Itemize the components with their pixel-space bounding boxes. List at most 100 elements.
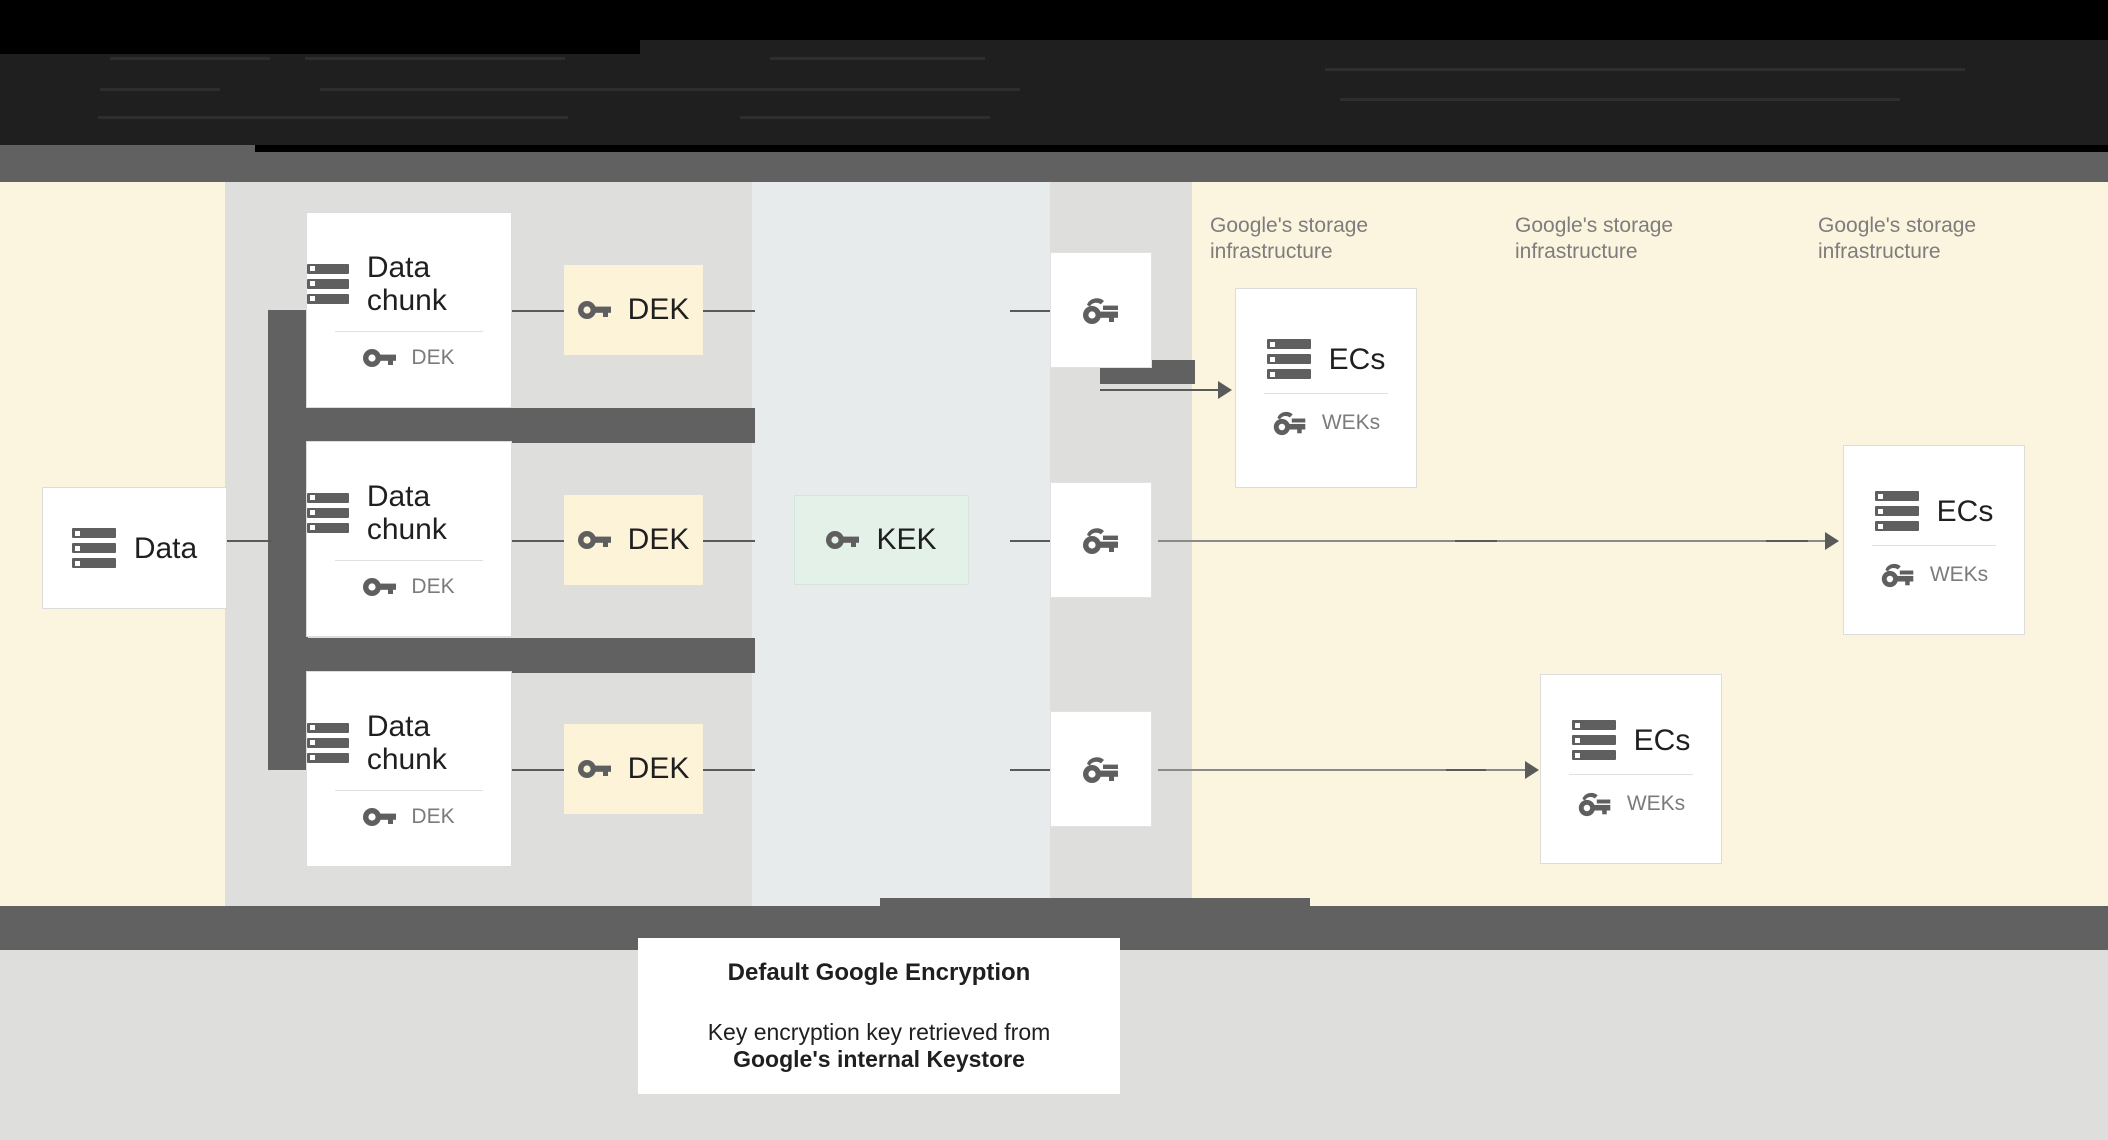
chunk-title: Data chunk: [366, 479, 447, 546]
obscured-text-line: [320, 88, 1020, 91]
card-divider: [1872, 545, 1996, 546]
dek-chip-3[interactable]: DEK: [564, 724, 703, 814]
obscured-text-line: [305, 57, 565, 60]
wrapped-key-icon: [1272, 408, 1308, 437]
obscured-header-shadow-bottom: [255, 145, 2108, 155]
connector-chunk2-to-dek2: [512, 540, 564, 542]
server-stack-icon: [1266, 339, 1311, 379]
key-icon: [577, 758, 612, 780]
caption-title: Default Google Encryption: [727, 959, 1031, 986]
data-source-card[interactable]: Data: [42, 487, 227, 609]
dek-chip-label: DEK: [627, 523, 690, 556]
obscured-text-line: [770, 57, 985, 60]
connector-tile1-to-ec1: [1100, 389, 1230, 391]
wrapped-key-icon: [1081, 524, 1121, 556]
caption-box: Default Google Encryption Key encryption…: [638, 938, 1120, 1094]
obscured-header-shadow-left: [0, 40, 640, 54]
connector-to-tile1: [1010, 310, 1050, 312]
card-divider: [335, 330, 483, 332]
storage-infra-label-3: Google's storage infrastructure: [1818, 214, 1977, 263]
connector-dek1-right: [703, 310, 755, 312]
ecs-card-2[interactable]: ECs WEKs: [1843, 445, 2025, 635]
arrowhead-ec1: [1218, 381, 1232, 399]
key-icon: [577, 299, 612, 321]
server-stack-icon: [307, 722, 349, 763]
chunk-key-label: DEK: [411, 804, 455, 828]
connector-to-tile3: [1010, 769, 1050, 771]
server-stack-icon: [71, 528, 116, 568]
storage-infra-label-2: Google's storage infrastructure: [1515, 214, 1674, 263]
connector-tile2-to-ec2: [1158, 540, 1838, 542]
header-divider-band: [0, 152, 2108, 182]
ecs-key-label: WEKs: [1321, 410, 1381, 434]
data-source-label: Data: [133, 531, 198, 565]
ecs-title: ECs: [1328, 342, 1386, 376]
ecs-card-1[interactable]: ECs WEKs: [1235, 288, 1417, 488]
dek-chip-label: DEK: [627, 293, 690, 326]
connector-chunk1-to-dek1: [512, 310, 564, 312]
obscured-text-line: [110, 57, 270, 60]
wrapped-key-tile-2[interactable]: [1050, 482, 1152, 598]
server-stack-icon: [1874, 491, 1919, 531]
obscured-text-line: [1340, 98, 1900, 101]
connector-tile3-to-ec3: [1158, 769, 1536, 771]
ecs-card-3[interactable]: ECs WEKs: [1540, 674, 1722, 864]
connector-dek3-right: [703, 769, 755, 771]
chunk-key-label: DEK: [411, 345, 455, 369]
key-icon: [826, 529, 860, 551]
chunk-key-label: DEK: [411, 574, 455, 598]
connector-data-to-trunk: [225, 540, 273, 542]
ecs-key-label: WEKs: [1626, 791, 1686, 815]
key-icon: [363, 347, 397, 369]
ecs-title: ECs: [1936, 494, 1994, 528]
card-divider: [335, 789, 483, 791]
ecs-title: ECs: [1633, 723, 1691, 757]
connector-tile3-seg-a: [1446, 769, 1486, 771]
key-icon: [363, 576, 397, 598]
key-icon: [577, 529, 612, 551]
footer-divider-band-notch: [880, 898, 1310, 910]
branch-bar-vertical: [268, 310, 308, 770]
key-icon: [363, 806, 397, 828]
wrapped-key-tile-3[interactable]: [1050, 711, 1152, 827]
branch-bar-row2: [268, 638, 755, 673]
caption-line-2: Google's internal Keystore: [733, 1046, 1025, 1072]
data-chunk-card-3[interactable]: Data chunk DEK: [306, 671, 512, 867]
card-divider: [1264, 393, 1388, 394]
top-black-bar: [0, 0, 2108, 40]
chunk-title: Data chunk: [366, 250, 447, 317]
chunk-title: Data chunk: [366, 709, 447, 776]
obscured-text-line: [740, 116, 990, 119]
data-chunk-card-2[interactable]: Data chunk DEK: [306, 441, 512, 637]
server-stack-icon: [1571, 720, 1616, 760]
card-divider: [335, 559, 483, 561]
kek-chip[interactable]: KEK: [794, 495, 969, 585]
obscured-text-line: [98, 116, 568, 119]
arrowhead-ec3: [1525, 761, 1539, 779]
obscured-text-line: [1325, 68, 1965, 71]
data-chunk-card-1[interactable]: Data chunk DEK: [306, 212, 512, 408]
server-stack-icon: [307, 492, 349, 533]
arrowhead-ec2: [1825, 532, 1839, 550]
header-divider-band-notch: [0, 145, 255, 155]
dek-chip-2[interactable]: DEK: [564, 495, 703, 585]
dek-chip-1[interactable]: DEK: [564, 265, 703, 355]
ecs-key-label: WEKs: [1929, 562, 1989, 586]
wrapped-key-icon: [1081, 294, 1121, 326]
dek-chip-label: DEK: [627, 752, 690, 785]
obscured-text-line: [100, 88, 220, 91]
card-divider: [1569, 774, 1693, 775]
connector-tile2-seg-a: [1455, 540, 1497, 542]
server-stack-icon: [307, 263, 349, 304]
connector-to-tile2: [1010, 540, 1050, 542]
connector-tile2-seg-b: [1766, 540, 1808, 542]
wrapped-key-icon: [1577, 789, 1613, 818]
storage-infra-label-1: Google's storage infrastructure: [1210, 214, 1369, 263]
caption-line-1: Key encryption key retrieved from: [707, 1019, 1051, 1045]
wrapped-key-tile-1[interactable]: [1050, 252, 1152, 368]
branch-bar-row1: [268, 408, 755, 443]
wrapped-key-icon: [1880, 560, 1916, 589]
kek-chip-label: KEK: [876, 523, 937, 556]
wrapped-key-icon: [1081, 753, 1121, 785]
